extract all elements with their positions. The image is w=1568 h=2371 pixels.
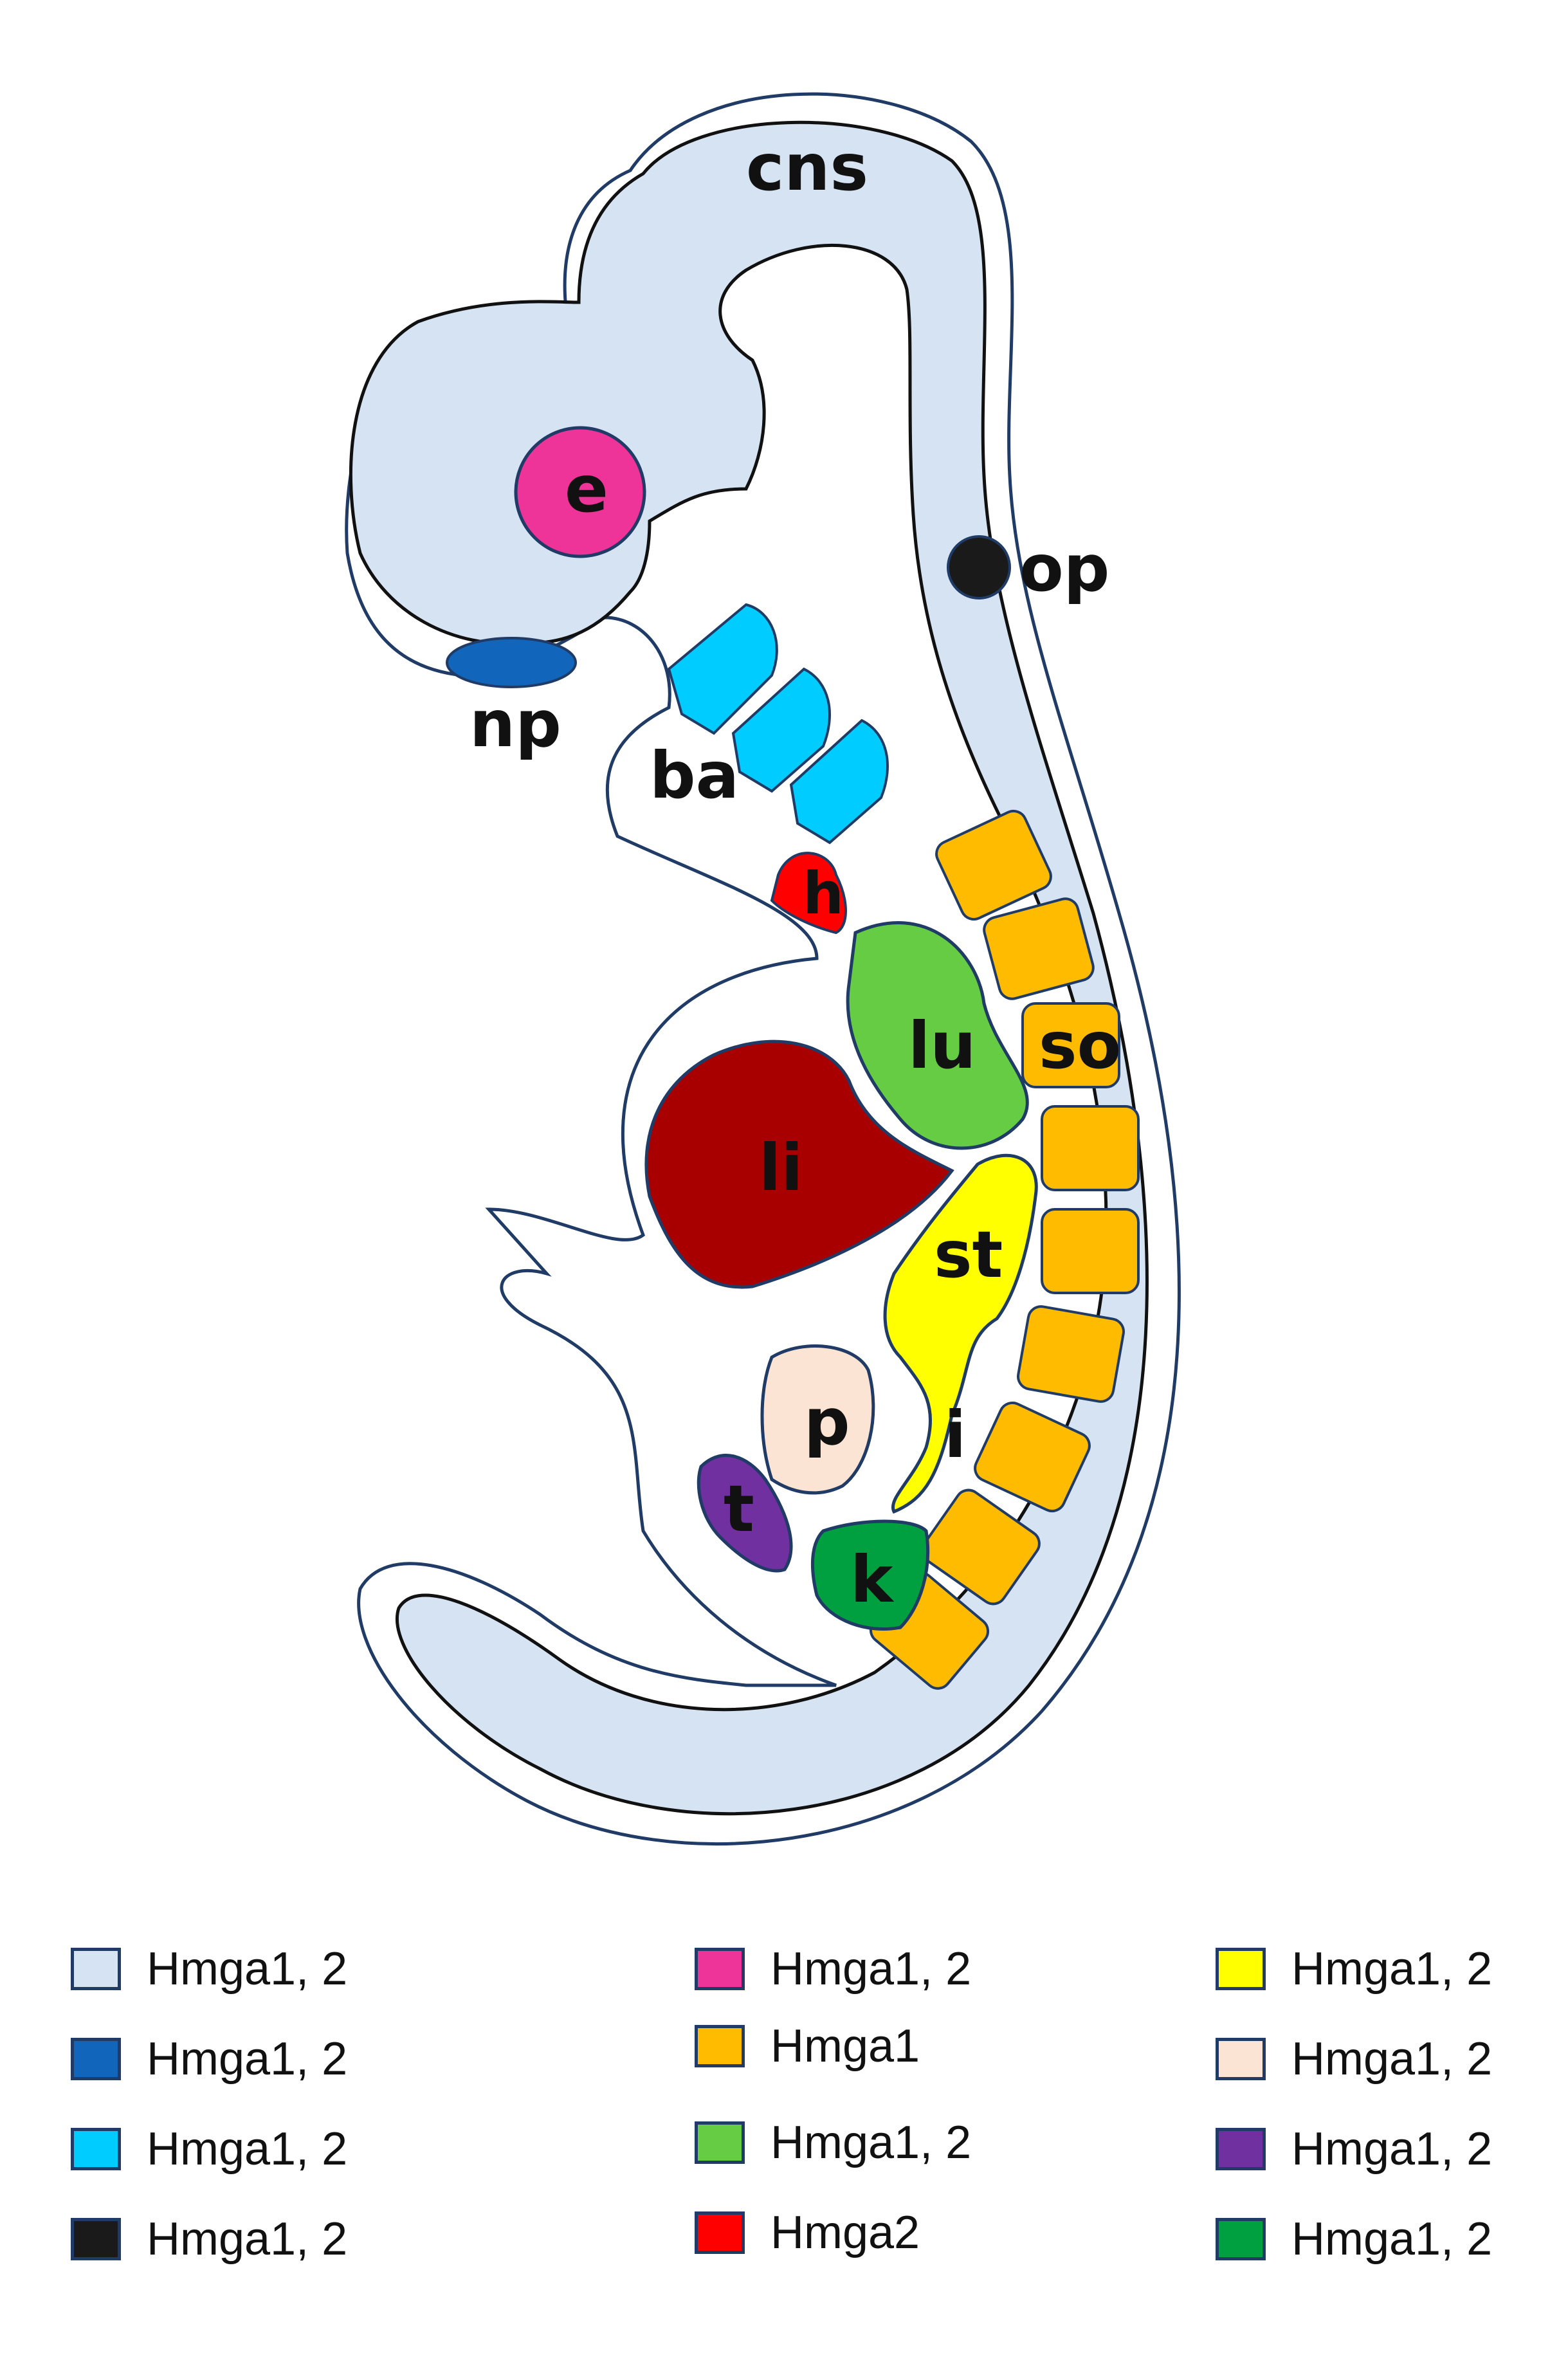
eye — [514, 426, 646, 558]
legend-label: Hmga1, 2 — [1291, 2123, 1493, 2175]
legend-item: Hmga1, 2 — [1216, 2033, 1492, 2085]
label-lu: lu — [908, 1008, 976, 1083]
legend-label: Hmga2 — [770, 2207, 920, 2258]
label-p: p — [804, 1384, 850, 1460]
legend-label: Hmga1, 2 — [147, 2123, 348, 2175]
legend-label: Hmga1 — [770, 2020, 920, 2072]
branchial-arches — [667, 603, 889, 845]
legend-swatch — [71, 2038, 121, 2080]
kidney — [811, 1519, 930, 1631]
legend-swatch — [71, 2218, 121, 2260]
somite — [1041, 1208, 1140, 1294]
label-i: i — [944, 1397, 966, 1472]
legend-swatch — [695, 1948, 745, 1990]
legend: Hmga1, 2 Hmga1, 2 Hmga1, 2 Hmga1, 2 Hmga… — [0, 1904, 1568, 2371]
legend-label: Hmga1, 2 — [770, 1943, 972, 1995]
legend-swatch — [71, 1948, 121, 1990]
label-st: st — [934, 1217, 1003, 1292]
legend-swatch — [695, 2211, 745, 2254]
label-e: e — [565, 452, 608, 527]
pancreas — [760, 1344, 875, 1495]
label-h: h — [803, 860, 844, 928]
heart — [770, 852, 847, 935]
liver — [644, 1039, 954, 1289]
somite — [935, 809, 1052, 921]
legend-label: Hmga1, 2 — [1291, 1943, 1493, 1995]
label-op: op — [1019, 531, 1109, 606]
label-so: so — [1039, 1008, 1121, 1083]
legend-item: Hmga1, 2 — [71, 2213, 347, 2266]
label-ba: ba — [650, 738, 739, 813]
label-cns: cns — [746, 130, 868, 205]
somite — [983, 897, 1095, 1000]
legend-label: Hmga1, 2 — [147, 2033, 348, 2085]
legend-label: Hmga1, 2 — [1291, 2213, 1493, 2265]
nasal-placode — [446, 637, 577, 688]
legend-item: Hmga1, 2 — [71, 2123, 347, 2175]
legend-item: Hmga1 — [695, 2020, 920, 2073]
legend-item: Hmga1, 2 — [1216, 1943, 1492, 1995]
legend-label: Hmga1, 2 — [147, 1943, 348, 1995]
somite — [1021, 1002, 1120, 1088]
label-li: li — [759, 1130, 803, 1205]
legend-label: Hmga1, 2 — [1291, 2033, 1493, 2085]
label-t: t — [724, 1471, 754, 1546]
legend-item: Hmga1, 2 — [1216, 2123, 1492, 2175]
stomach-intestine — [883, 1153, 1038, 1514]
otic-placode — [947, 535, 1011, 600]
legend-swatch — [1216, 1948, 1266, 1990]
legend-swatch — [1216, 2038, 1266, 2080]
legend-swatch — [1216, 2218, 1266, 2260]
label-k: k — [850, 1542, 895, 1617]
legend-item: Hmga1, 2 — [695, 1943, 971, 1995]
label-np: np — [469, 686, 561, 762]
legend-label: Hmga1, 2 — [147, 2213, 348, 2265]
legend-item: Hmga2 — [695, 2206, 920, 2259]
lung — [846, 921, 1029, 1150]
legend-item: Hmga1, 2 — [695, 2116, 971, 2169]
legend-swatch — [1216, 2128, 1266, 2170]
legend-swatch — [695, 2025, 745, 2067]
legend-item: Hmga1, 2 — [71, 2033, 347, 2085]
legend-swatch — [695, 2121, 745, 2164]
legend-item: Hmga1, 2 — [71, 1943, 347, 1995]
somite — [921, 1488, 1041, 1606]
embryo-diagram: e np op cns ba h lu so li st i p t — [345, 92, 1181, 1845]
somite — [1041, 1105, 1140, 1191]
somites — [869, 809, 1140, 1690]
legend-swatch — [71, 2128, 121, 2170]
somite — [974, 1401, 1091, 1513]
legend-item: Hmga1, 2 — [1216, 2213, 1492, 2266]
gonad — [697, 1454, 793, 1573]
somite — [1017, 1305, 1125, 1403]
legend-label: Hmga1, 2 — [770, 2117, 972, 2168]
